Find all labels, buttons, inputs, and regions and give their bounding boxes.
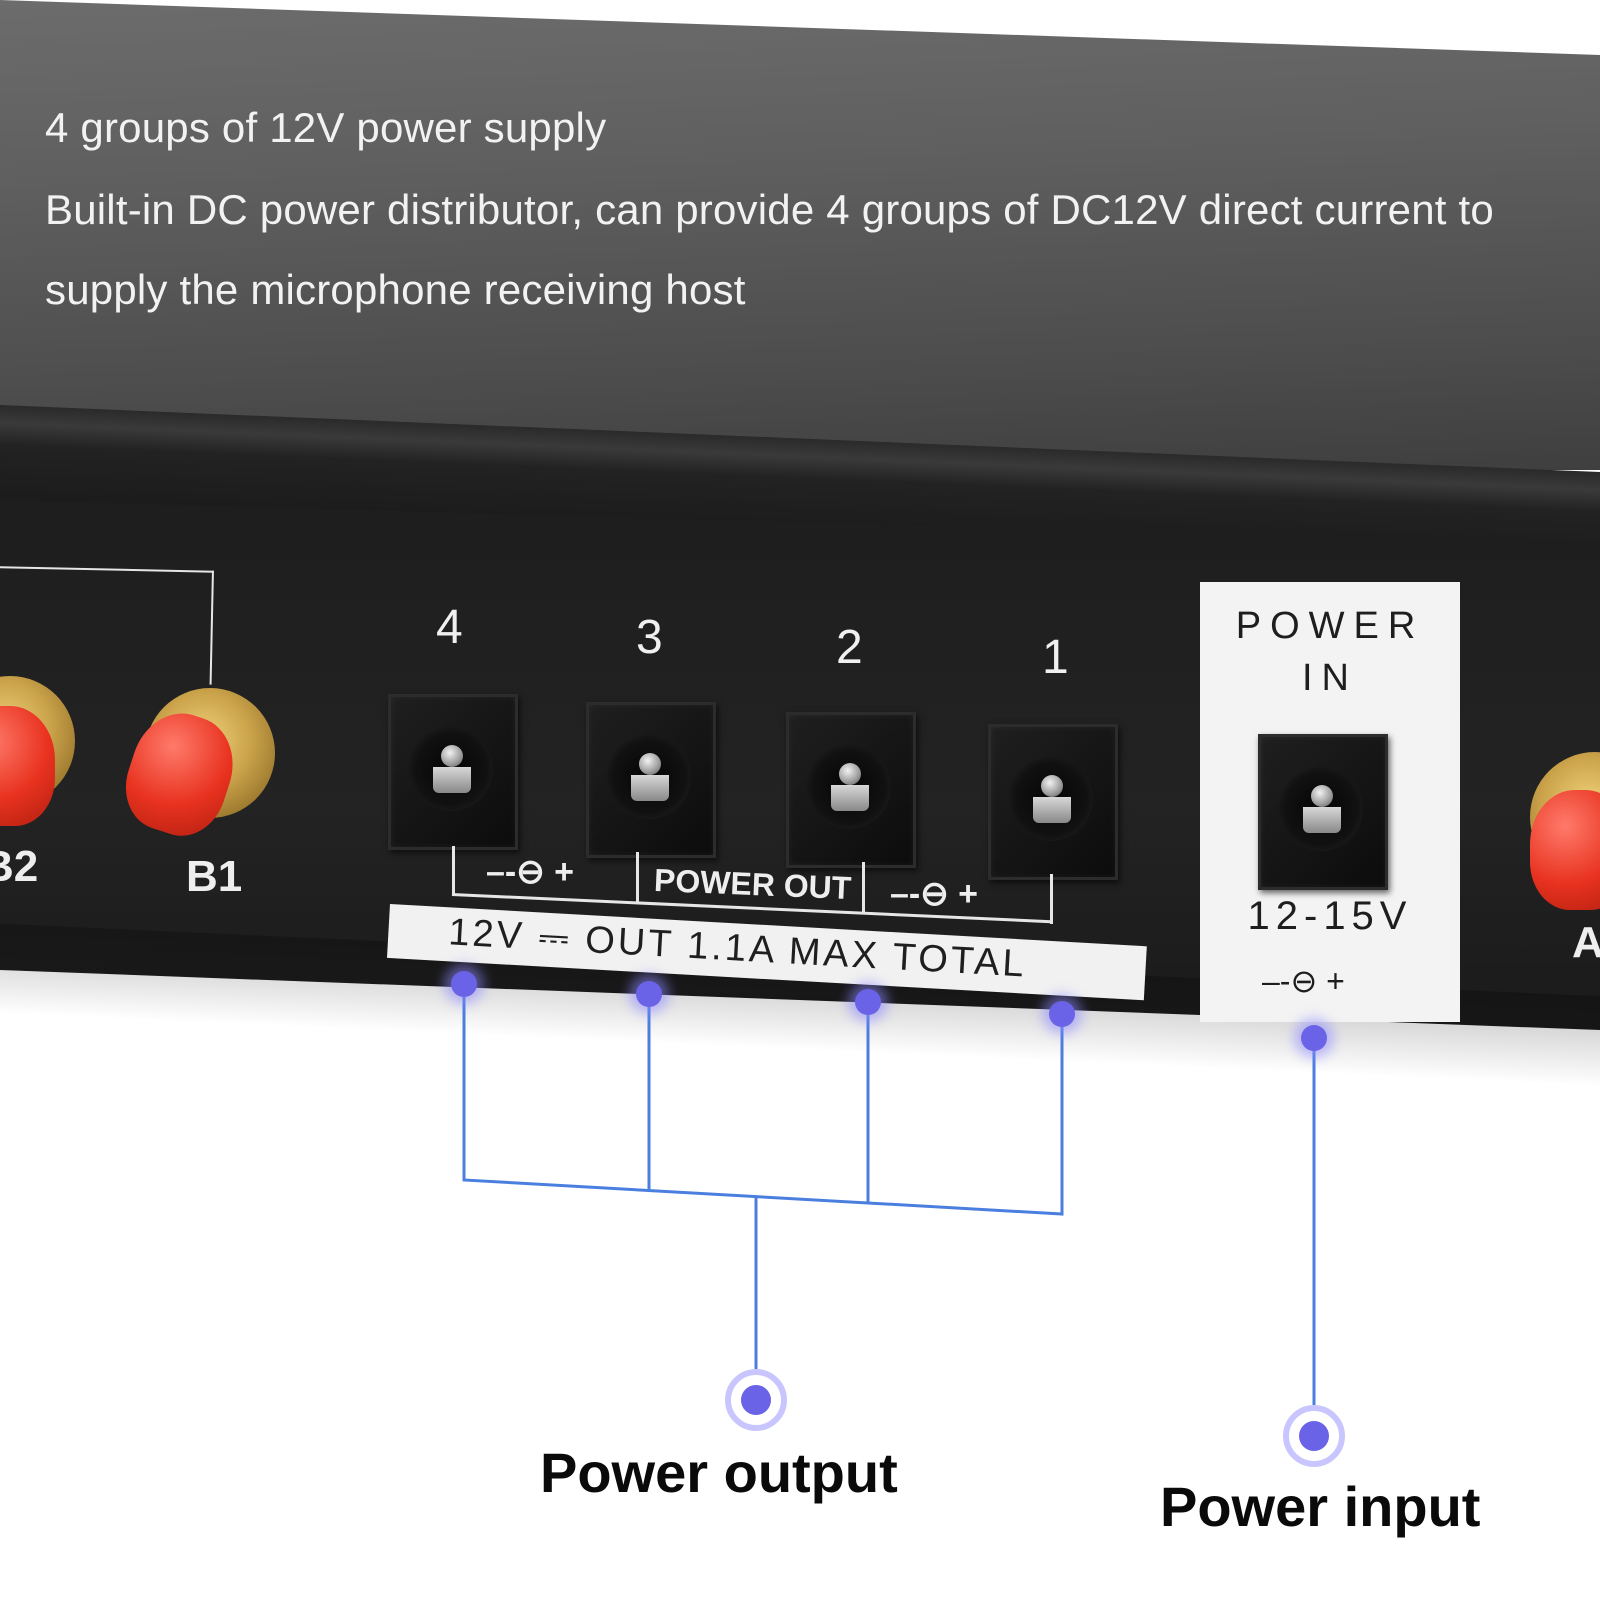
antenna-label-a: A [1572,918,1600,967]
port-number-1: 1 [1042,631,1069,684]
power-output-callout-label: Power output [540,1441,898,1504]
callout-dot-input-end [1299,1421,1329,1451]
antenna-label-b2: B2 [0,842,39,891]
jack-socket [1009,757,1093,841]
dc-input-jack[interactable] [1258,734,1388,890]
device-top-panel [0,0,1600,470]
headline-line-2: supply the microphone receiving host [45,266,746,313]
power-in-title: POWER IN [1235,605,1425,699]
headline-line-1: Built-in DC power distributor, can provi… [45,186,1494,233]
output-callout-lines [462,984,1064,1400]
bracket-right [1050,874,1053,924]
callout-dots [444,964,1345,1467]
jack-socket [409,727,493,811]
port-number-2: 2 [836,621,863,674]
power-in-plate: POWER IN 12-15V –-⊖ + [1200,582,1460,1022]
bracket-left [452,846,455,896]
antenna-label-b1: B1 [186,852,243,901]
port-number-3: 3 [636,611,663,664]
power-in-polarity-symbol: –-⊖ + [1262,963,1345,999]
power-input-callout-label: Power input [1160,1475,1481,1538]
power-in-voltage-range: 12-15V [1247,894,1413,938]
headline-title: 4 groups of 12V power supply [45,104,607,151]
antenna-cap-a [1530,790,1600,910]
port-number-4: 4 [436,601,463,654]
polarity-symbol-left: –-⊖ + [486,853,575,891]
jack-socket [1279,767,1363,851]
dc-output-jack-2[interactable] [786,712,916,868]
callout-dot-port-2-core [855,989,881,1015]
callout-dot-power-in-core [1301,1025,1327,1051]
callout-dot-port-4-core [451,971,477,997]
callout-dot-output-end [741,1385,771,1415]
callout-dot-port-3-core [636,981,662,1007]
bracket-divider-2 [862,862,865,914]
jack-socket [607,735,691,819]
dc-output-jack-4[interactable] [388,694,518,850]
polarity-symbol-right: –-⊖ + [890,875,979,913]
dc-output-jack-3[interactable] [586,702,716,858]
jack-socket [807,745,891,829]
bracket-divider-1 [636,852,639,904]
callout-dot-port-1-core [1049,1001,1075,1027]
dc-output-jack-1[interactable] [988,724,1118,880]
